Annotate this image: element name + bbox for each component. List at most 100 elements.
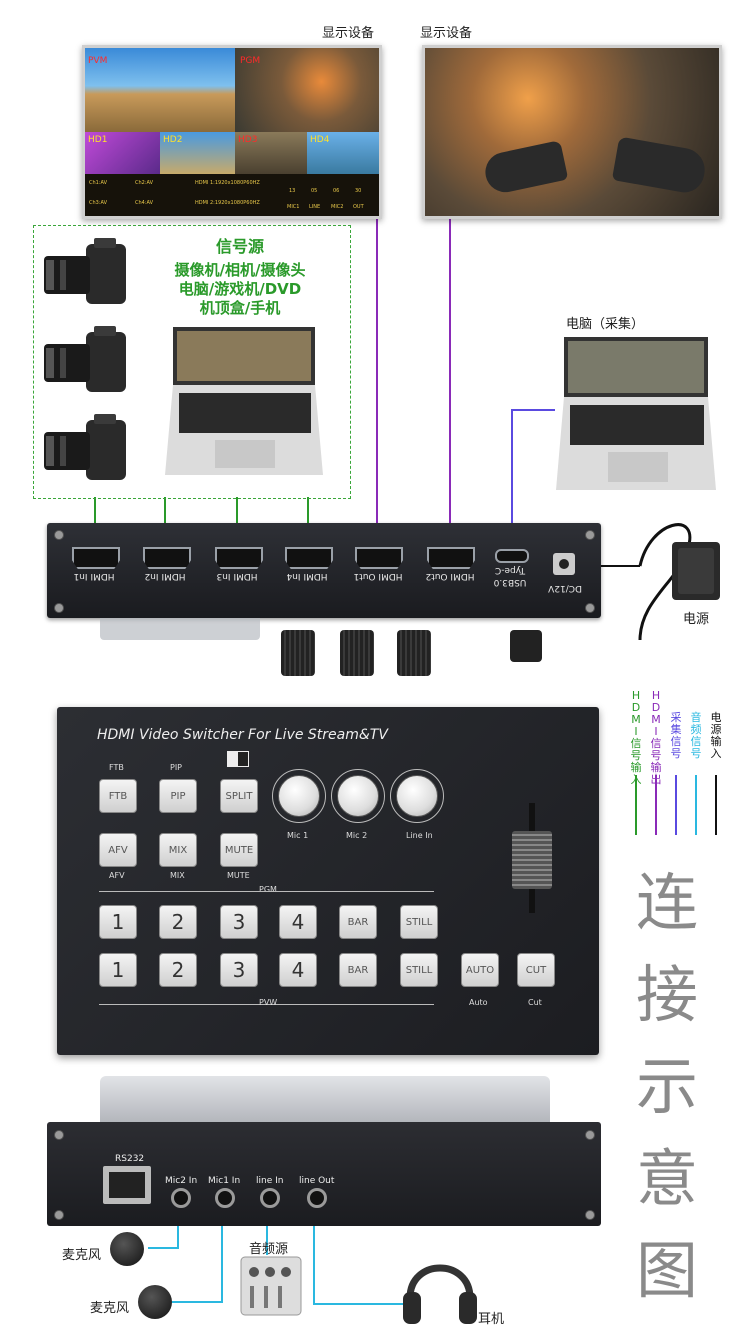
pvm-label: PVM <box>88 56 108 66</box>
pgm-label: PGM <box>240 56 261 66</box>
auto-button[interactable]: AUTO <box>461 953 499 987</box>
pgm-button-4[interactable]: 4 <box>279 905 317 939</box>
info-text: Ch2:AV <box>135 180 154 186</box>
pvw-button-4[interactable]: 4 <box>279 953 317 987</box>
big-title-char: 意 <box>636 1142 699 1215</box>
mute-button[interactable]: MUTE <box>220 833 258 867</box>
afv-button[interactable]: AFV <box>99 833 137 867</box>
source-line-1: 摄像机/相机/摄像头 <box>174 261 306 279</box>
tbar-fader[interactable] <box>512 831 552 889</box>
cut-button[interactable]: CUT <box>517 953 555 987</box>
mic2-dial-ring <box>331 769 385 823</box>
legend-power: 电源输入 <box>710 711 722 760</box>
mix-group-label: MIX <box>170 871 185 880</box>
panel-title: HDMI Video Switcher For Live Stream&TV <box>97 727 388 743</box>
display-label-left: 显示设备 <box>322 26 375 41</box>
hdmi-in2-port <box>143 547 191 569</box>
screw-icon <box>54 1130 64 1140</box>
info-text: Ch3:AV <box>89 200 108 206</box>
laptop-icon <box>165 327 323 475</box>
pvw-still-button[interactable]: STILL <box>400 953 438 987</box>
split-screen-icon <box>227 751 249 767</box>
audio-value: 13 <box>289 188 296 194</box>
rs232-label: RS232 <box>115 1154 145 1164</box>
ftb-button[interactable]: FTB <box>99 779 137 813</box>
multiview-screen: PVM PGM HD1 HD2 HD3 HD4 Ch1:AV Ch2:AV HD… <box>85 48 379 216</box>
pip-group-label: PIP <box>170 763 183 772</box>
pvw-button-3[interactable]: 3 <box>220 953 258 987</box>
microphone-icon <box>110 1232 144 1266</box>
line-in-dial[interactable] <box>396 775 438 817</box>
front-top-buttons <box>100 1076 550 1122</box>
source-title: 信号源 <box>215 237 264 256</box>
mic1-dial-ring <box>272 769 326 823</box>
legend-audio: 音频信号 <box>690 711 702 760</box>
output-screen <box>425 48 719 216</box>
mic2-dial-label: Mic 2 <box>346 831 368 840</box>
capture-pc-label: 电脑（采集） <box>566 317 645 332</box>
knob-icon <box>397 630 431 676</box>
mic1-dial-label: Mic 1 <box>287 831 309 840</box>
info-text: HDMI 1:1920x1080P60HZ <box>195 180 260 186</box>
signal-source-box <box>33 225 351 499</box>
screw-icon <box>54 603 64 613</box>
fader-knob <box>510 630 542 662</box>
input-window-2: HD2 <box>160 132 235 174</box>
pgm-still-button[interactable]: STILL <box>400 905 438 939</box>
line-in-jack[interactable] <box>260 1188 280 1208</box>
mic1-cable <box>172 1195 223 1303</box>
display-label-right: 显示设备 <box>420 26 473 41</box>
line-out-label: line Out <box>299 1176 335 1186</box>
pvw-button-2[interactable]: 2 <box>159 953 197 987</box>
big-title-char: 图 <box>636 1234 699 1307</box>
mute-group-label: MUTE <box>227 871 250 880</box>
ftb-group-label: FTB <box>109 763 124 772</box>
screw-icon <box>585 603 595 613</box>
line-out-jack[interactable] <box>307 1188 327 1208</box>
mic1-in-jack[interactable] <box>215 1188 235 1208</box>
output-monitor <box>422 45 722 219</box>
audio-label: MIC2 <box>331 204 344 210</box>
input-window-4: HD4 <box>307 132 379 174</box>
pgm-button-1[interactable]: 1 <box>99 905 137 939</box>
pvw-line <box>99 1004 434 1005</box>
rear-panel: HDMI In1 HDMI In2 HDMI In3 HDMI In4 HDMI… <box>47 523 601 618</box>
audio-source-icon <box>240 1256 302 1316</box>
pgm-button-3[interactable]: 3 <box>220 905 258 939</box>
mic1-dial[interactable] <box>278 775 320 817</box>
hdmi-in4-label: HDMI In4 <box>286 571 328 581</box>
screw-icon <box>585 1130 595 1140</box>
input-label-3: HD3 <box>238 135 258 145</box>
mic2-dial[interactable] <box>337 775 379 817</box>
headphones-label: 耳机 <box>478 1312 505 1327</box>
dc-label: DC/12V <box>548 583 582 593</box>
rs232-port <box>103 1166 151 1204</box>
hdmi-in3-port <box>215 547 263 569</box>
camera-icon <box>44 238 126 304</box>
mic2-in-label: Mic2 In <box>165 1176 198 1186</box>
hdmi-in2-label: HDMI In2 <box>144 571 186 581</box>
pip-button[interactable]: PIP <box>159 779 197 813</box>
knob-icon <box>340 630 374 676</box>
pgm-bar-button[interactable]: BAR <box>339 905 377 939</box>
split-button[interactable]: SPLIT <box>220 779 258 813</box>
dc-power-port <box>553 553 575 575</box>
mix-button[interactable]: MIX <box>159 833 197 867</box>
mic2-in-jack[interactable] <box>171 1188 191 1208</box>
audio-value: 06 <box>333 188 340 194</box>
hdmi-in3-label: HDMI In3 <box>216 571 258 581</box>
hdmi-out1-label: HDMI Out1 <box>353 571 403 581</box>
pvw-button-1[interactable]: 1 <box>99 953 137 987</box>
mic1-in-label: Mic1 In <box>208 1176 241 1186</box>
gun-left-shape <box>481 140 569 196</box>
audio-label: OUT <box>353 204 364 210</box>
input-window-1: HD1 <box>85 132 160 174</box>
front-panel: RS232 Mic2 In Mic1 In line In line Out <box>47 1122 601 1226</box>
cut-label: Cut <box>528 998 542 1007</box>
screw-icon <box>585 530 595 540</box>
audio-label: LINE <box>309 204 321 210</box>
pgm-button-2[interactable]: 2 <box>159 905 197 939</box>
legend-hdmi-in: HDMI信号输入 <box>630 689 642 786</box>
pvw-bar-button[interactable]: BAR <box>339 953 377 987</box>
microphone-icon <box>138 1285 172 1319</box>
